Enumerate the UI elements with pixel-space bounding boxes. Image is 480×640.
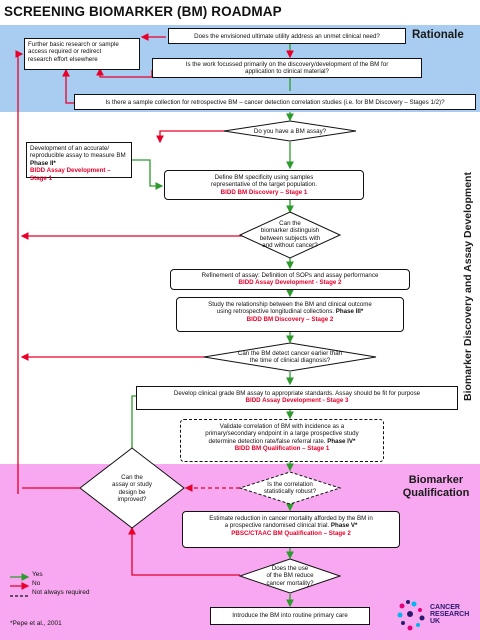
text-detect-earlier: Can the BM detect cancer earlier than th… [237, 350, 343, 365]
diamond-distinguish [238, 211, 342, 259]
diamond-correlation-robust [238, 471, 342, 505]
no-return-line [15, 50, 24, 494]
box-sample-collection: Is there a sample collection for retrosp… [74, 94, 476, 110]
legend-yes: Yes [32, 571, 43, 578]
box-develop-assay: Development of an accurate/ reproducible… [26, 142, 132, 182]
legend: Yes No Not always required [8, 570, 89, 597]
legend-no: No [32, 580, 41, 587]
no-arrow-have-assay [156, 130, 226, 144]
box-introduce: Introduce the BM into routine primary ca… [210, 607, 370, 625]
box-unmet-need: Does the envisioned ultimate utility add… [168, 28, 406, 44]
box-clinical-grade: Develop clinical grade BM assay to appro… [136, 386, 458, 410]
section-qualification-line2: Qualification [402, 487, 470, 499]
box-define-specificity: Define BM specificity using samples repr… [164, 170, 364, 200]
box-relationship: Study the relationship between the BM an… [176, 297, 404, 332]
cancer-research-uk-logo: CANCER RESEARCH UK [396, 598, 476, 634]
text-correlation-robust: Is the correlation statistically robust? [263, 481, 317, 496]
diamond-have-assay [223, 120, 357, 142]
section-rationale: Rationale [412, 29, 464, 41]
no-arrow-sample [62, 68, 74, 104]
box-further-research: Further basic research or sample access … [24, 38, 140, 70]
text-have-assay: Do you have a BM assay? [253, 128, 327, 135]
diamond-assay-improved [79, 447, 185, 529]
text-distinguish: Can the biomarker distinguish between su… [259, 220, 321, 250]
yes-dev-assay [132, 159, 164, 190]
box-focussed: Is the work focussed primarily on the di… [152, 58, 422, 78]
text-assay-improved: Can the assay or study design be improve… [112, 474, 152, 504]
box-estimate: Estimate reduction in cancer mortality a… [182, 511, 400, 548]
no-arrow-focussed [96, 67, 153, 78]
box-validate: Validate correlation of BM with incidenc… [180, 419, 384, 462]
logo-mark-icon [397, 600, 425, 631]
diamond-reduce-mortality [238, 558, 342, 594]
diamond-detect-earlier [203, 342, 377, 372]
text-reduce-mortality: Does the use of the BM reduce cancer mor… [266, 565, 314, 587]
no-arrow-mortality [128, 526, 240, 576]
box-refinement: Refinement of assay: Definition of SOPs … [170, 269, 410, 290]
section-qualification-line1: Biomarker [408, 474, 464, 486]
footnote: *Pepe et al., 2001 [10, 620, 62, 627]
page-title: SCREENING BIOMARKER (BM) ROADMAP [4, 4, 282, 19]
logo-text: CANCER RESEARCH UK [430, 604, 470, 626]
section-qualification: Biomarker Qualification [396, 474, 476, 500]
legend-not-always: Not always required [32, 589, 90, 596]
